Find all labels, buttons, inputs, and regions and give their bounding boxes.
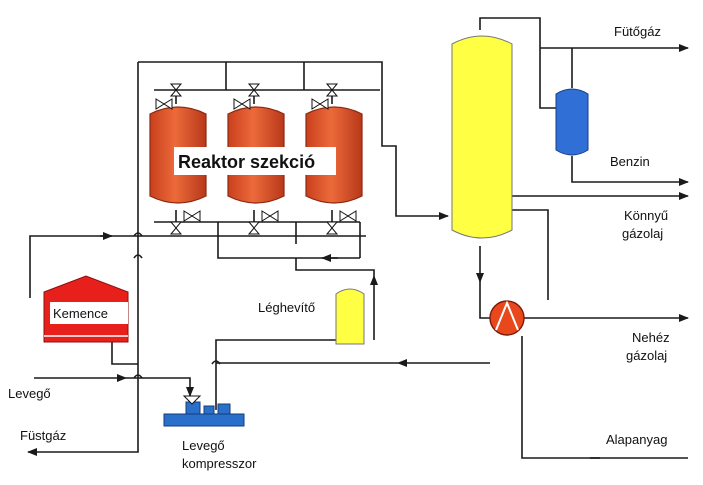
bowtie-valve-icon — [247, 83, 261, 97]
bowtie-valve-icon — [183, 210, 201, 222]
bowtie-valve-icon — [261, 210, 279, 222]
gasoline-label: Benzin — [610, 154, 650, 169]
heavy-gasoil-label-line1: Nehéz — [632, 330, 670, 345]
bowtie-valve-icon — [155, 98, 173, 110]
air-in-label: Levegő — [8, 386, 51, 401]
light-gasoil-label-line1: Könnyű — [624, 208, 668, 223]
compressor-label-line1: Levegő — [182, 438, 225, 453]
bowtie-valve-icon — [247, 221, 261, 235]
flue-gas-label: Füstgáz — [20, 428, 66, 443]
heat-exchanger-icon — [489, 300, 525, 336]
feedstock-label: Alapanyag — [606, 432, 667, 447]
air-heater: Léghevítő — [258, 288, 365, 345]
furnace: Kemence — [43, 275, 129, 343]
reactor-section-label: Reaktor szekció — [178, 152, 315, 172]
bowtie-valve-icon — [311, 98, 329, 110]
bowtie-valve-icon — [169, 83, 183, 97]
compressor-label-line2: kompresszor — [182, 456, 257, 471]
distillation-column — [451, 35, 513, 239]
gasoline-drum — [555, 88, 589, 156]
fuel-gas-label: Fütőgáz — [614, 24, 661, 39]
air-heater-label: Léghevítő — [258, 300, 315, 315]
piping — [27, 17, 689, 459]
bowtie-valve-icon — [169, 221, 183, 235]
valves — [155, 83, 357, 235]
light-gasoil-label-line2: gázolaj — [622, 226, 663, 241]
furnace-label: Kemence — [53, 306, 108, 321]
compressor-icon — [163, 395, 245, 427]
bowtie-valve-icon — [325, 221, 339, 235]
bowtie-valve-icon — [339, 210, 357, 222]
stream-labels: Levegő Füstgáz Levegő kompresszor Fütőgá… — [8, 24, 670, 471]
bowtie-valve-icon — [325, 83, 339, 97]
heavy-gasoil-label-line2: gázolaj — [626, 348, 667, 363]
reactor-section: Reaktor szekció — [149, 106, 363, 204]
bowtie-valve-icon — [233, 98, 251, 110]
